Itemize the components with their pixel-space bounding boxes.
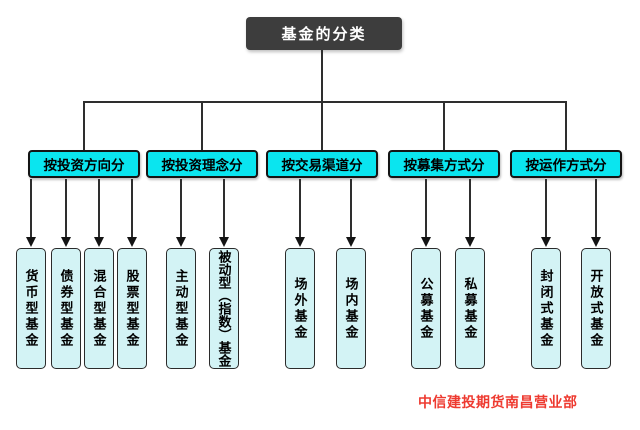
leaf-node-exchange-fund: 场内基金 — [336, 248, 366, 369]
arrow-icon — [541, 179, 551, 247]
leaf-node-passive-index-fund: 被动型（指数）基金 — [209, 248, 239, 369]
leaf-node-active-fund: 主动型基金 — [166, 248, 196, 369]
arrow-icon — [219, 179, 229, 247]
leaf-label: 被动型（指数）基金 — [216, 250, 232, 367]
leaf-label: 场外基金 — [292, 276, 308, 341]
connector-drop-2 — [201, 101, 203, 150]
leaf-node-private-fund: 私募基金 — [455, 248, 485, 369]
category-node-investment-philosophy: 按投资理念分 — [146, 150, 258, 178]
arrow-icon — [591, 179, 601, 247]
arrow-icon — [61, 179, 71, 247]
arrow-icon — [94, 179, 104, 247]
leaf-label: 开放式基金 — [588, 268, 604, 349]
leaf-node-bond-fund: 债券型基金 — [51, 248, 81, 369]
arrow-icon — [346, 179, 356, 247]
leaf-label: 债券型基金 — [58, 268, 74, 349]
leaf-node-otc-fund: 场外基金 — [285, 248, 315, 369]
connector-root-stem — [321, 50, 323, 150]
leaf-label: 股票型基金 — [124, 268, 140, 349]
connector-drop-4 — [443, 101, 445, 150]
leaf-node-hybrid-fund: 混合型基金 — [84, 248, 114, 369]
branch-credit-text: 中信建投期货南昌营业部 — [418, 394, 578, 410]
connector-horizontal-bar — [83, 101, 567, 103]
arrow-icon — [465, 179, 475, 247]
arrow-icon — [176, 179, 186, 247]
connector-drop-1 — [83, 101, 85, 150]
category-node-investment-direction: 按投资方向分 — [28, 150, 140, 178]
arrow-icon — [26, 179, 36, 247]
leaf-label: 私募基金 — [462, 276, 478, 341]
root-node-title: 基金的分类 — [246, 17, 402, 50]
leaf-node-public-fund: 公募基金 — [411, 248, 441, 369]
arrow-icon — [421, 179, 431, 247]
leaf-node-open-end-fund: 开放式基金 — [581, 248, 611, 369]
leaf-label: 主动型基金 — [173, 268, 189, 349]
category-node-trading-channel: 按交易渠道分 — [266, 150, 378, 178]
leaf-node-stock-fund: 股票型基金 — [117, 248, 147, 369]
leaf-label: 场内基金 — [343, 276, 359, 341]
leaf-node-money-fund: 货币型基金 — [16, 248, 46, 369]
leaf-label: 封闭式基金 — [538, 268, 554, 349]
arrow-icon — [127, 179, 137, 247]
leaf-label: 公募基金 — [418, 276, 434, 341]
category-node-fundraising-method: 按募集方式分 — [388, 150, 500, 178]
arrow-icon — [295, 179, 305, 247]
leaf-label: 货币型基金 — [23, 268, 39, 349]
leaf-node-closed-end-fund: 封闭式基金 — [531, 248, 561, 369]
connector-drop-5 — [565, 101, 567, 150]
category-node-operation-method: 按运作方式分 — [510, 150, 622, 178]
leaf-label: 混合型基金 — [91, 268, 107, 349]
